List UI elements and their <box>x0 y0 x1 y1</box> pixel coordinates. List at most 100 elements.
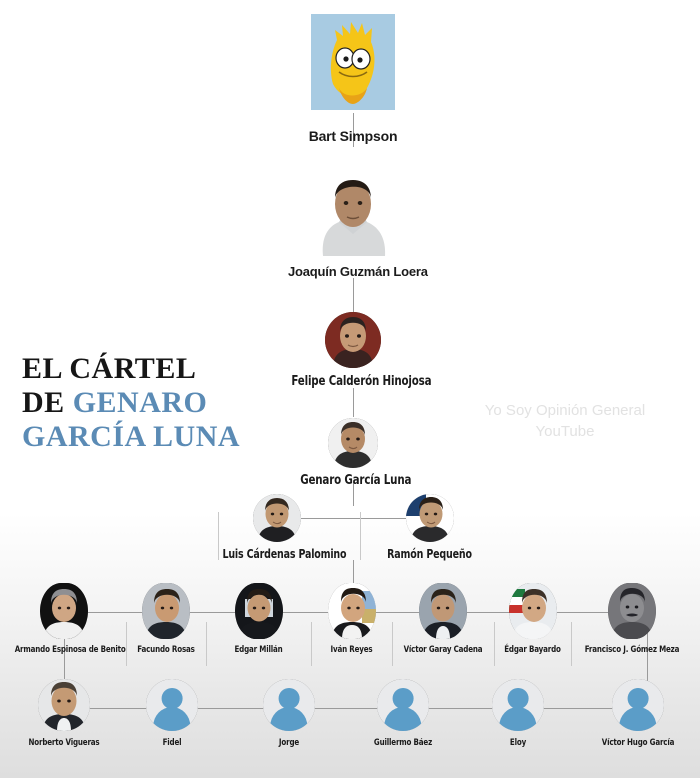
label-separator <box>494 622 495 666</box>
node-jorge[interactable]: Jorge <box>258 679 320 748</box>
node-label: Bart Simpson <box>308 128 398 144</box>
label-separator <box>311 622 312 666</box>
node-armando-espinosa-de-benito[interactable]: Armando Espinosa de Benito <box>8 583 126 655</box>
node-label: Norberto Vigueras <box>28 738 100 748</box>
title-text-el-cartel: EL CÁRTEL <box>22 352 197 385</box>
connector-guzman-to-calderon <box>353 278 354 312</box>
node-label: Ramón Pequeño <box>387 547 472 561</box>
silhouette-avatar <box>492 679 544 731</box>
node-label: Joaquín Guzmán Loera <box>288 264 428 279</box>
node-facundo-rosas[interactable]: Facundo Rosas <box>126 583 206 655</box>
title-text-de: DE <box>22 386 73 419</box>
person-silhouette-icon <box>377 679 429 731</box>
portrait-photo <box>40 583 88 639</box>
node-guillermo-baez[interactable]: Guillermo Báez <box>361 679 445 748</box>
connector-calderon-to-garcialuna <box>353 388 354 417</box>
title-line-1: EL CÁRTEL <box>22 352 272 386</box>
label-separator <box>392 622 393 666</box>
node-label: Luis Cárdenas Palomino <box>222 547 347 561</box>
bart-simpson-image <box>309 12 397 112</box>
node-label: Felipe Calderón Hinojosa <box>291 374 432 389</box>
node-victor-hugo-garcia[interactable]: Víctor Hugo García <box>586 679 690 748</box>
photo-portrait-icon <box>38 679 90 731</box>
connector-tier7-horizontal <box>64 708 647 709</box>
photo-portrait-icon <box>608 583 656 639</box>
photo-portrait-icon <box>328 418 378 468</box>
connector-tier5-horizontal <box>277 518 429 519</box>
portrait-photo <box>305 172 401 256</box>
photo-portrait-icon <box>322 180 386 256</box>
node-genaro-garcia-luna[interactable]: Genaro García Luna <box>293 418 413 488</box>
portrait-photo <box>234 583 283 639</box>
title-text-garcia-luna: GARCÍA LUNA <box>22 420 241 453</box>
photo-portrait-icon <box>327 583 376 639</box>
portrait-photo <box>327 583 376 639</box>
person-silhouette-icon <box>263 679 315 731</box>
node-victor-garay-cadena[interactable]: Víctor Garay Cadena <box>392 583 494 655</box>
portrait-photo <box>253 494 301 542</box>
portrait-photo <box>405 494 454 542</box>
silhouette-avatar <box>263 679 315 731</box>
watermark-line-1: Yo Soy Opinión General <box>484 402 646 419</box>
node-label: Jorge <box>278 738 300 748</box>
photo-portrait-icon <box>234 583 283 639</box>
node-eloy[interactable]: Eloy <box>487 679 549 748</box>
node-joaquin-guzman-loera[interactable]: Joaquín Guzmán Loera <box>288 172 428 279</box>
silhouette-avatar <box>377 679 429 731</box>
portrait-photo <box>508 583 557 639</box>
portrait-photo <box>419 583 467 639</box>
label-separator <box>126 622 127 666</box>
portrait-photo <box>608 583 656 639</box>
node-label: Víctor Garay Cadena <box>403 645 483 655</box>
photo-portrait-icon <box>508 583 557 639</box>
watermark-line-2: YouTube <box>535 423 595 440</box>
node-luis-cardenas-palomino[interactable]: Luis Cárdenas Palomino <box>215 494 347 561</box>
node-bart-simpson[interactable]: Bart Simpson <box>303 12 403 144</box>
node-label: Iván Reyes <box>330 645 373 655</box>
photo-portrait-icon <box>40 583 88 639</box>
node-ivan-reyes[interactable]: Iván Reyes <box>311 583 392 655</box>
silhouette-avatar <box>612 679 664 731</box>
node-label: Édgar Bayardo <box>504 645 561 655</box>
node-label: Genaro García Luna <box>300 473 412 488</box>
node-felipe-calderon-hinojosa[interactable]: Felipe Calderón Hinojosa <box>283 312 432 389</box>
photo-portrait-icon <box>405 494 454 542</box>
title-line-3: GARCÍA LUNA <box>22 420 272 454</box>
photo-portrait-icon <box>253 494 301 542</box>
connector-tier6-to-tier7-right <box>647 612 648 708</box>
node-edgar-millan[interactable]: Edgar Millán <box>206 583 311 655</box>
title-line-2: DE GENARO <box>22 386 272 420</box>
photo-portrait-icon <box>419 583 467 639</box>
node-fidel[interactable]: Fidel <box>141 679 203 748</box>
node-francisco-j-gomez-meza[interactable]: Francisco J. Gómez Meza <box>571 583 693 655</box>
connector-bart-to-guzman <box>353 113 354 147</box>
node-ramon-pequeno[interactable]: Ramón Pequeño <box>372 494 487 561</box>
portrait-photo <box>142 583 190 639</box>
photo-portrait-icon <box>142 583 190 639</box>
infographic-title: EL CÁRTEL DE GENARO GARCÍA LUNA <box>22 352 272 454</box>
label-separator <box>218 512 219 560</box>
node-label: Armando Espinosa de Benito <box>14 645 126 655</box>
portrait-photo <box>328 418 378 468</box>
silhouette-avatar <box>146 679 198 731</box>
portrait-photo <box>38 679 90 731</box>
connector-tier6-to-tier7-left <box>64 612 65 708</box>
node-label: Facundo Rosas <box>137 645 195 655</box>
node-label: Eloy <box>509 738 527 748</box>
node-label: Guillermo Báez <box>373 738 433 748</box>
portrait-photo <box>325 312 381 368</box>
bart-simpson-icon <box>311 14 395 110</box>
node-label: Francisco J. Gómez Meza <box>584 645 680 655</box>
node-edgar-bayardo[interactable]: Édgar Bayardo <box>494 583 571 655</box>
title-text-genaro: GENARO <box>72 386 208 419</box>
node-label: Edgar Millán <box>234 645 283 655</box>
node-label: Víctor Hugo García <box>601 738 675 748</box>
node-norberto-vigueras[interactable]: Norberto Vigueras <box>14 679 114 748</box>
person-silhouette-icon <box>492 679 544 731</box>
person-silhouette-icon <box>146 679 198 731</box>
photo-portrait-icon <box>325 312 381 368</box>
label-separator <box>360 512 361 560</box>
watermark: Yo Soy Opinión General YouTube <box>440 400 690 442</box>
connector-garcialuna-to-tier5 <box>353 482 354 506</box>
